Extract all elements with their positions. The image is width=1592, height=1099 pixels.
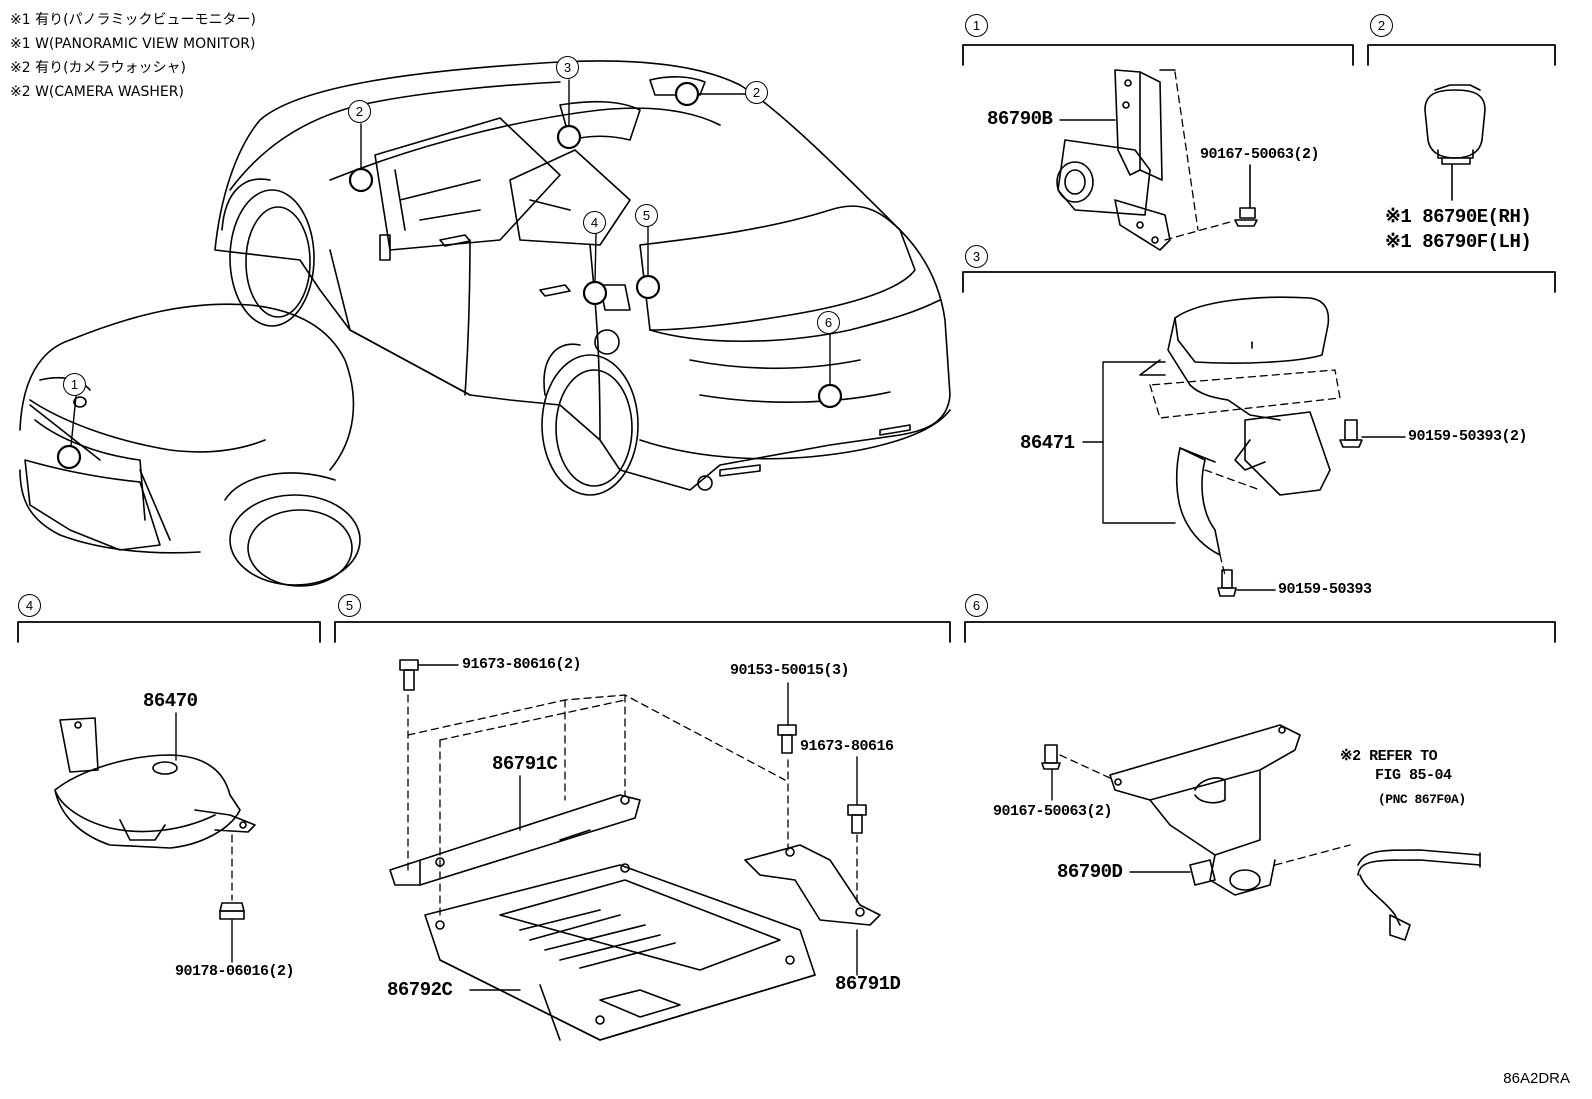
label-86792C: 86792C (387, 979, 453, 1001)
part-86471-drawing (1139, 296, 1331, 556)
diagram-code: 86A2DRA (1503, 1070, 1570, 1087)
section5-dashes (407, 694, 858, 921)
callout-3: 3 (556, 56, 579, 79)
label-86790D: 86790D (1057, 861, 1123, 883)
section-number-2: 2 (1370, 14, 1393, 37)
label-90167-sec6: 90167-50063(2) (993, 803, 1113, 820)
section-number-4: 4 (18, 594, 41, 617)
label-86791D: 86791D (835, 973, 901, 995)
leader-86471-bracket (1102, 361, 1176, 524)
label-pnc-ref: (PNC 867F0A) (1378, 792, 1466, 807)
callout-6: 6 (817, 311, 840, 334)
label-90159-b: 90159-50393 (1278, 581, 1372, 598)
note-3: ※2 有り(カメラウォッシャ) (10, 60, 187, 76)
label-90153: 90153-50015(3) (730, 662, 850, 679)
section3-dashes (1149, 369, 1341, 576)
bolt-90167-sec1 (1234, 164, 1258, 227)
bolt-90159-a (1339, 419, 1363, 448)
callout-1: 1 (63, 373, 86, 396)
section6-leaders (1051, 769, 1191, 873)
part-86791C-drawing (389, 794, 641, 886)
note-4: ※2 W(CAMERA WASHER) (10, 84, 184, 100)
label-refer-to: ※2 REFER TO (1340, 748, 1438, 765)
bolt-90153 (777, 724, 797, 754)
section5-leaders (417, 664, 858, 991)
callout-leaders (70, 79, 831, 447)
bolt-90159-b (1217, 569, 1237, 597)
part-86792C-drawing (424, 863, 816, 1041)
part-86470-drawing (54, 717, 256, 849)
section1-dashes (1164, 71, 1231, 241)
section-number-5: 5 (338, 594, 361, 617)
label-91673-b: 91673-80616 (800, 738, 894, 755)
label-86790F: ※1 86790F(LH) (1385, 231, 1532, 253)
label-86790E: ※1 86790E(RH) (1385, 206, 1532, 228)
washer-hose-drawing (1357, 849, 1481, 941)
section-number-6: 6 (965, 594, 988, 617)
note-2: ※1 W(PANORAMIC VIEW MONITOR) (10, 36, 256, 52)
section-number-1: 1 (965, 14, 988, 37)
callout-5: 5 (635, 204, 658, 227)
label-90159-a: 90159-50393(2) (1408, 428, 1528, 445)
section-brackets (17, 44, 1556, 643)
label-fig-ref: FIG 85-04 (1375, 767, 1452, 784)
part-86791D-drawing (744, 844, 881, 926)
section6-dashes (1059, 754, 1351, 866)
label-86471: 86471 (1020, 432, 1075, 454)
part-86790B-drawing (1056, 69, 1176, 251)
section-number-3: 3 (965, 245, 988, 268)
part-86790E-drawing (1424, 84, 1486, 201)
callout-2-right: 2 (745, 81, 768, 104)
label-86470: 86470 (143, 690, 198, 712)
callout-2-left: 2 (348, 100, 371, 123)
main-car-illustration (214, 60, 951, 496)
callout-4: 4 (583, 211, 606, 234)
label-90178: 90178-06016(2) (175, 963, 295, 980)
bolt-90167-sec6 (1041, 744, 1061, 770)
note-1: ※1 有り(パノラミックビューモニター) (10, 12, 257, 28)
label-86790B: 86790B (987, 108, 1053, 130)
part-86790D-drawing (1109, 724, 1301, 896)
bolt-91673-a (399, 659, 419, 691)
label-91673-a: 91673-80616(2) (462, 656, 582, 673)
label-90167-sec1: 90167-50063(2) (1200, 146, 1320, 163)
front-car-illustration (19, 303, 361, 587)
bolt-91673-b (847, 804, 867, 834)
label-86791C: 86791C (492, 753, 558, 775)
nut-90178 (219, 902, 245, 920)
